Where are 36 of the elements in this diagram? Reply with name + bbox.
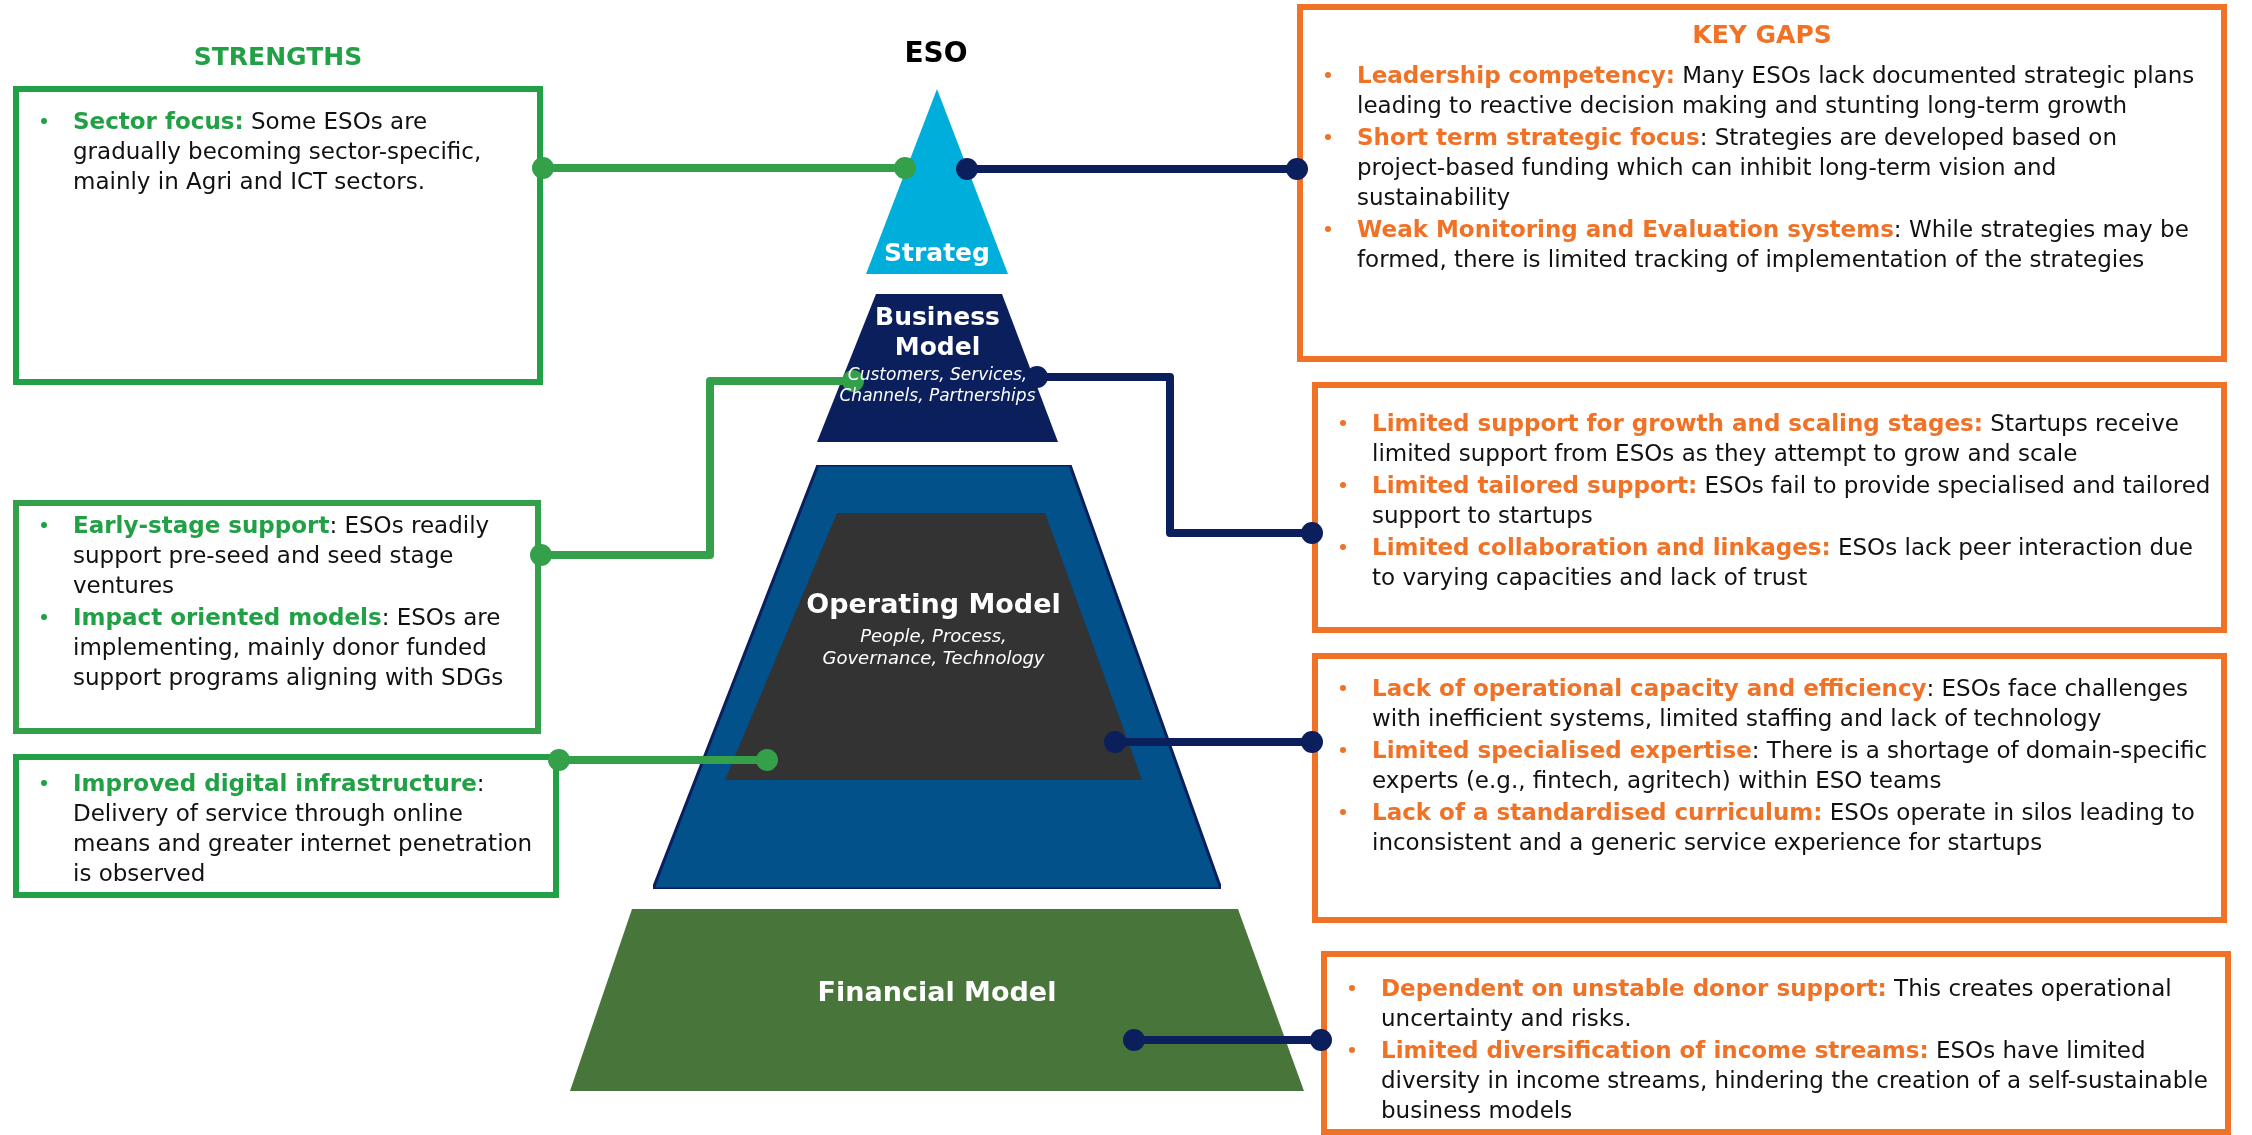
gap-card (1297, 4, 2227, 362)
bullet-text: Limited specialised expertise: There is a shortage of domain-specific experts (e.g., fintech, agritech) within ESO teams (1372, 736, 2209, 795)
tier-subtitle: Customers, Services, Channels, Partnerships (838, 364, 1037, 406)
section-heading: KEY GAPS (1691, 20, 1833, 49)
bullet-text: Dependent on unstable donor support: This creates operational uncertainty and risks. (1381, 974, 2173, 1033)
bullet-text: Short term strategic focus: Strategies are developed based on project-based funding which can inhibit long-term vision and sustainability (1357, 123, 2118, 212)
bullet-text: Limited support for growth and scaling stages: Startups receive limited support from ESOs as they attempt to grow and scale (1372, 409, 2180, 468)
bullet-text: Early-stage support: ESOs readily support pre-seed and seed stage ventures (73, 511, 491, 600)
gap-card (1312, 653, 2227, 923)
bullet-text: Limited collaboration and linkages: ESOs lack peer interaction due to varying capacities and lack of trust (1372, 533, 2194, 592)
bullet-text: Weak Monitoring and Evaluation systems: While strategies may be formed, there is limited tracking of implementation of the strategies (1357, 215, 2190, 274)
connector-line (1123, 1029, 1332, 1051)
bullet-text: Sector focus: Some ESOs are gradually becoming sector-specific, mainly in Agri and ICT sectors. (73, 107, 483, 196)
bullet-text: Impact oriented models: ESOs are implementing, mainly donor funded support programs aligning with SDGs (73, 603, 505, 692)
tier-title: Financial Model (816, 975, 1058, 1008)
connector-line (530, 370, 864, 566)
strength-card (13, 500, 541, 734)
bullet-text: Leadership competency: Many ESOs lack documented strategic plans leading to reactive decision making and stunting long-term growth (1357, 61, 2196, 120)
bullet-text: Lack of a standardised curriculum: ESOs operate in silos leading to inconsistent and a generic service experience for startups (1372, 798, 2196, 857)
connector-line (548, 749, 778, 771)
bullet-text: Lack of operational capacity and efficiency: ESOs face challenges with inefficient systems, limited staffing and lack of technology (1372, 674, 2189, 733)
pyramid-title: ESO (903, 36, 969, 69)
gap-card (1321, 951, 2231, 1135)
tier-title: Strateg (883, 237, 991, 268)
connector-line (1104, 731, 1323, 753)
bullet-text: Limited diversification of income streams: ESOs have limited diversity in income streams, hindering the creation of a self-sustainable business models (1381, 1036, 2209, 1125)
bullet-text: Improved digital infrastructure: Delivery of service through online means and greater internet penetration is observed (73, 769, 534, 888)
connector-line (956, 158, 1308, 180)
tier-subtitle: People, Process, Governance, Technology (821, 625, 1046, 669)
tier-title: Business Model (874, 302, 1001, 362)
strength-card (13, 754, 559, 898)
bullet-text: Limited tailored support: ESOs fail to provide specialised and tailored support to startups (1372, 471, 2211, 530)
section-heading: STRENGTHS (192, 42, 364, 71)
gap-card (1312, 382, 2227, 633)
connector-line (532, 157, 916, 179)
tier-title: Operating Model (805, 587, 1062, 620)
